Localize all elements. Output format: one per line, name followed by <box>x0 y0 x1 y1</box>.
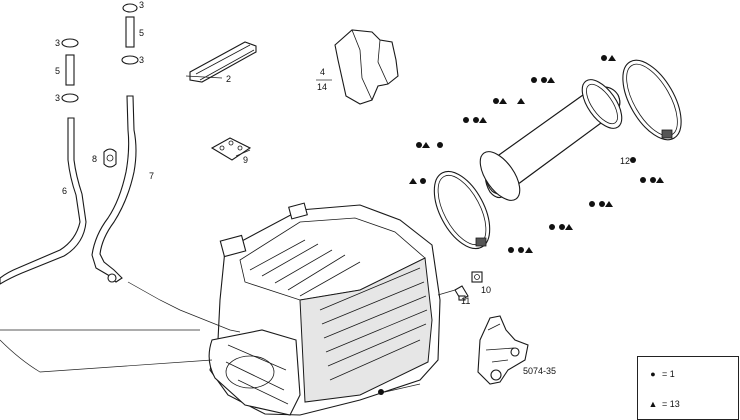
label-4: 4 <box>320 67 325 77</box>
label-5a: 5 <box>55 66 60 76</box>
filled-circle-icon: ● <box>650 369 656 379</box>
part-4-heat-shield <box>334 29 399 105</box>
label-10: 10 <box>481 285 491 295</box>
label-9: 9 <box>243 155 248 165</box>
label-11: 11 <box>461 296 470 306</box>
legend-box: ● = 1 ▲ = 13 <box>637 356 739 420</box>
label-3d: 3 <box>139 55 144 65</box>
label-3b: 3 <box>55 93 60 103</box>
filled-triangle-icon: ▲ <box>648 399 658 409</box>
clamp-ring-left <box>433 170 491 250</box>
label-2: 2 <box>226 74 231 84</box>
part-7-pipe-assembly <box>91 3 139 283</box>
fastener-symbols <box>378 55 664 395</box>
part-2-bracket <box>189 41 257 83</box>
label-kit: 5074-35 <box>523 366 556 376</box>
label-12: 12 <box>620 156 630 166</box>
part-5074-35-sensor-kit <box>477 315 529 385</box>
legend-triangle-label: = 13 <box>662 399 680 409</box>
legend-item-triangle: ▲ = 13 <box>648 399 680 409</box>
part-11-bolt <box>454 285 469 301</box>
part-10-nut <box>471 271 483 283</box>
part-labels: 3 5 3 3 5 3 2 4 14 8 9 6 7 12 10 11 5074… <box>55 0 630 376</box>
legend-circle-label: = 1 <box>662 369 675 379</box>
label-6: 6 <box>62 186 67 196</box>
part-8-clip <box>103 148 117 168</box>
legend-item-circle: ● = 1 <box>648 369 675 379</box>
muffler-cylinder <box>479 79 623 201</box>
main-silencer-box <box>208 202 441 416</box>
leader-lines <box>0 75 456 393</box>
label-8: 8 <box>92 154 97 164</box>
label-14: 14 <box>317 82 327 92</box>
label-3a: 3 <box>55 38 60 48</box>
part-9-plate <box>210 137 252 161</box>
label-5b: 5 <box>139 28 144 38</box>
label-7: 7 <box>149 171 154 181</box>
label-3c: 3 <box>139 0 144 10</box>
part-6-pipe-assembly <box>0 38 87 285</box>
part-12-band-clamp <box>622 59 682 141</box>
